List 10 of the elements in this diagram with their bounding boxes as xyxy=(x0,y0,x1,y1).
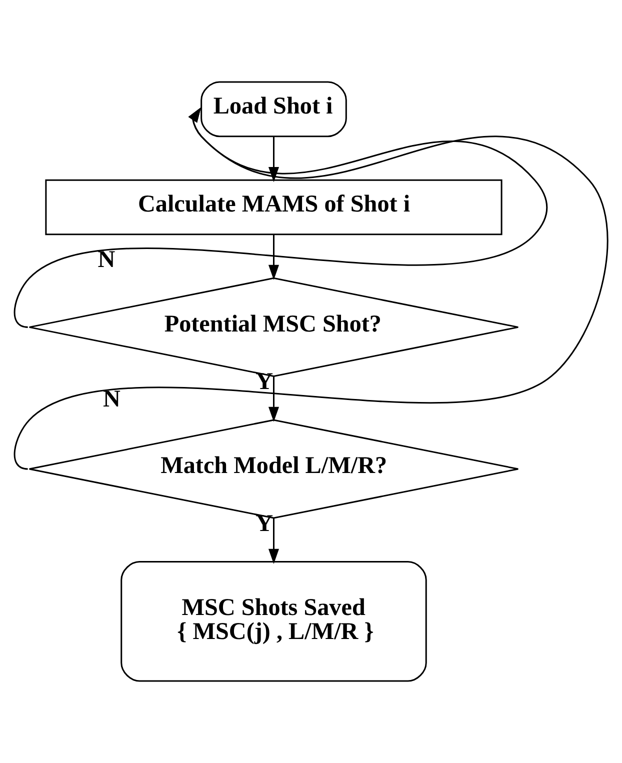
arrow xyxy=(14,107,548,328)
node-box: Calculate MAMS of Shot i xyxy=(45,179,502,236)
node-box: MSC Shots Saved { MSC(j) , L/M/R } xyxy=(120,561,427,682)
arrow xyxy=(268,234,280,280)
arrow xyxy=(268,376,280,422)
node-box: Load Shot i xyxy=(200,81,347,138)
arrow xyxy=(268,518,280,564)
edge-label: N xyxy=(98,246,116,273)
edge-label: N xyxy=(102,386,120,412)
arrow xyxy=(14,107,608,470)
